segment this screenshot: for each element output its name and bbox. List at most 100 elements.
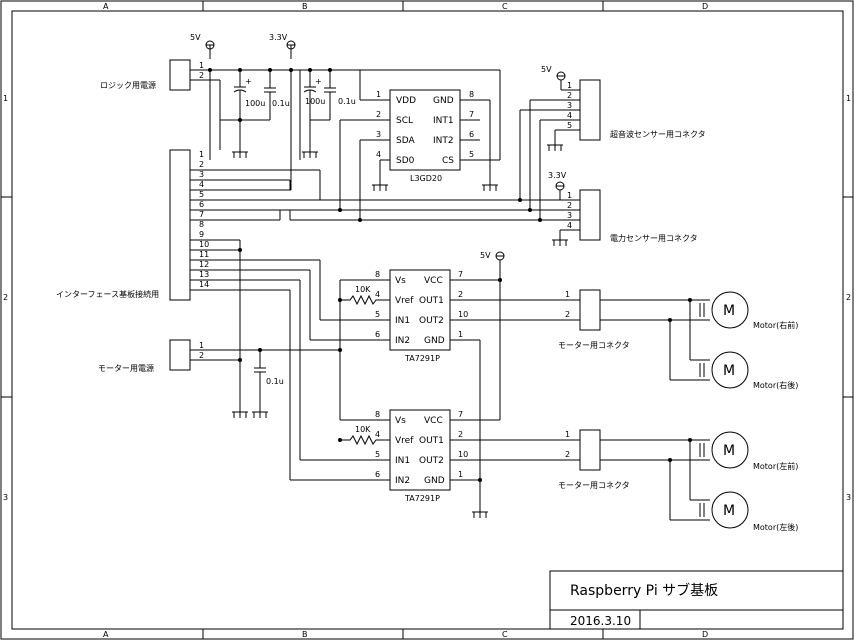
motor-front-left: M Motor(左前) <box>668 431 798 500</box>
logic-power-caps: + 100u 0.1u <box>190 68 290 160</box>
svg-text:VDD: VDD <box>396 96 416 106</box>
svg-text:1: 1 <box>567 191 572 200</box>
row-label-3: 3 <box>3 493 8 502</box>
svg-text:3: 3 <box>376 130 381 139</box>
svg-text:SCL: SCL <box>396 116 413 126</box>
motor-rear-right: M Motor(右後) <box>669 320 798 390</box>
svg-text:5: 5 <box>199 190 204 199</box>
svg-text:1: 1 <box>376 90 381 99</box>
motor-front-right: M Motor(右前) <box>668 291 798 360</box>
svg-text:7: 7 <box>458 270 463 279</box>
svg-text:GND: GND <box>433 96 454 106</box>
row-label-1: 1 <box>3 94 8 103</box>
svg-text:6: 6 <box>375 470 380 479</box>
svg-text:INT2: INT2 <box>433 136 454 146</box>
svg-text:IN2: IN2 <box>395 336 410 346</box>
row-label-2-right: 2 <box>846 293 851 302</box>
svg-text:1: 1 <box>567 81 572 90</box>
svg-text:10: 10 <box>458 450 468 459</box>
force-sensor-label: 電力センサー用コネクタ <box>610 233 698 243</box>
power-5v-logic: 5V <box>190 33 215 59</box>
col-label-d-bottom: D <box>702 630 708 639</box>
svg-text:4: 4 <box>375 430 380 439</box>
svg-text:GND: GND <box>424 476 445 486</box>
motor-connector-1-label: モーター用コネクタ <box>558 341 630 350</box>
svg-text:OUT2: OUT2 <box>419 316 444 326</box>
col-label-c: C <box>502 2 508 11</box>
svg-text:5: 5 <box>375 310 380 319</box>
svg-text:14: 14 <box>199 280 209 289</box>
frame-labels: A B C D A B C D 1 2 3 1 2 3 <box>3 2 851 639</box>
motor-rear-left: M Motor(左後) <box>669 460 798 532</box>
svg-text:1: 1 <box>199 341 204 350</box>
motor-driver-2: Vs Vref IN1 IN2 VCC OUT1 OUT2 GND 8 4 5 … <box>375 260 580 518</box>
svg-text:2: 2 <box>199 351 204 360</box>
svg-text:VCC: VCC <box>424 416 443 426</box>
interface-connector: インターフェース基板接続用 1 2 3 4 5 6 7 8 9 10 11 12… <box>56 149 209 301</box>
svg-text:8: 8 <box>375 410 380 419</box>
motor-rear-right-label: Motor(右後) <box>753 380 798 390</box>
svg-text:4: 4 <box>567 111 572 120</box>
svg-text:IN1: IN1 <box>395 316 410 326</box>
row-label-2: 2 <box>3 293 8 302</box>
svg-text:CS: CS <box>442 156 454 166</box>
svg-text:6: 6 <box>469 130 474 139</box>
svg-text:5V: 5V <box>190 33 201 42</box>
motor-power-label: モーター用電源 <box>98 364 154 373</box>
motor-rear-left-label: Motor(左後) <box>753 522 798 532</box>
l3gd20-name: L3GD20 <box>410 174 442 183</box>
svg-text:2: 2 <box>458 430 463 439</box>
interface-label: インターフェース基板接続用 <box>56 289 159 299</box>
svg-text:Vref: Vref <box>395 436 414 446</box>
motor-connector-2-label: モーター用コネクタ <box>558 481 630 490</box>
ultrasonic-connector: 1 2 3 4 5 超音波センサー用コネクタ <box>518 79 706 220</box>
svg-text:2: 2 <box>199 71 204 80</box>
motor-power-connector: 1 2 モーター用電源 <box>98 339 204 373</box>
svg-text:1: 1 <box>199 150 204 159</box>
svg-text:OUT2: OUT2 <box>419 456 444 466</box>
svg-text:5: 5 <box>567 121 572 130</box>
svg-text:OUT1: OUT1 <box>419 296 444 306</box>
col-label-b-bottom: B <box>302 630 308 639</box>
driver-2-name: TA7291P <box>404 494 440 503</box>
svg-text:M: M <box>723 303 735 319</box>
svg-text:3: 3 <box>567 211 572 220</box>
svg-text:8: 8 <box>199 220 204 229</box>
svg-text:10: 10 <box>199 240 209 249</box>
title-text: Raspberry Pi サブ基板 <box>570 582 718 599</box>
svg-text:1: 1 <box>199 61 204 70</box>
svg-text:Vs: Vs <box>395 416 406 426</box>
svg-text:2: 2 <box>199 160 204 169</box>
motor-connector-2: 1 2 モーター用コネクタ <box>558 429 690 490</box>
motor-power-wiring: 0.1u <box>190 279 390 442</box>
ultrasonic-label: 超音波センサー用コネクタ <box>610 129 706 139</box>
svg-text:2: 2 <box>376 110 381 119</box>
svg-text:12: 12 <box>199 260 209 269</box>
svg-text:+: + <box>245 77 252 86</box>
svg-text:6: 6 <box>375 330 380 339</box>
svg-text:8: 8 <box>469 90 474 99</box>
svg-text:3.3V: 3.3V <box>269 33 288 42</box>
col-label-a-bottom: A <box>103 630 109 639</box>
svg-text:1: 1 <box>565 430 570 439</box>
svg-text:5V: 5V <box>480 251 491 260</box>
svg-text:M: M <box>723 363 735 379</box>
svg-text:7: 7 <box>458 410 463 419</box>
svg-text:Vs: Vs <box>395 276 406 286</box>
interface-wiring <box>190 169 580 481</box>
date-text: 2016.3.10 <box>570 614 631 628</box>
row-label-3-right: 3 <box>846 493 851 502</box>
svg-text:2: 2 <box>565 310 570 319</box>
motor-front-left-label: Motor(左前) <box>753 461 798 471</box>
force-sensor-connector: 1 2 3 4 電力センサー用コネクタ <box>552 189 698 246</box>
svg-text:8: 8 <box>375 270 380 279</box>
svg-text:VCC: VCC <box>424 276 443 286</box>
cap-100u-label: 100u <box>245 99 265 108</box>
svg-text:IN1: IN1 <box>395 456 410 466</box>
svg-text:2: 2 <box>567 91 572 100</box>
svg-text:2: 2 <box>567 201 572 210</box>
svg-text:2: 2 <box>458 290 463 299</box>
resistor-2: 10K <box>340 425 390 446</box>
